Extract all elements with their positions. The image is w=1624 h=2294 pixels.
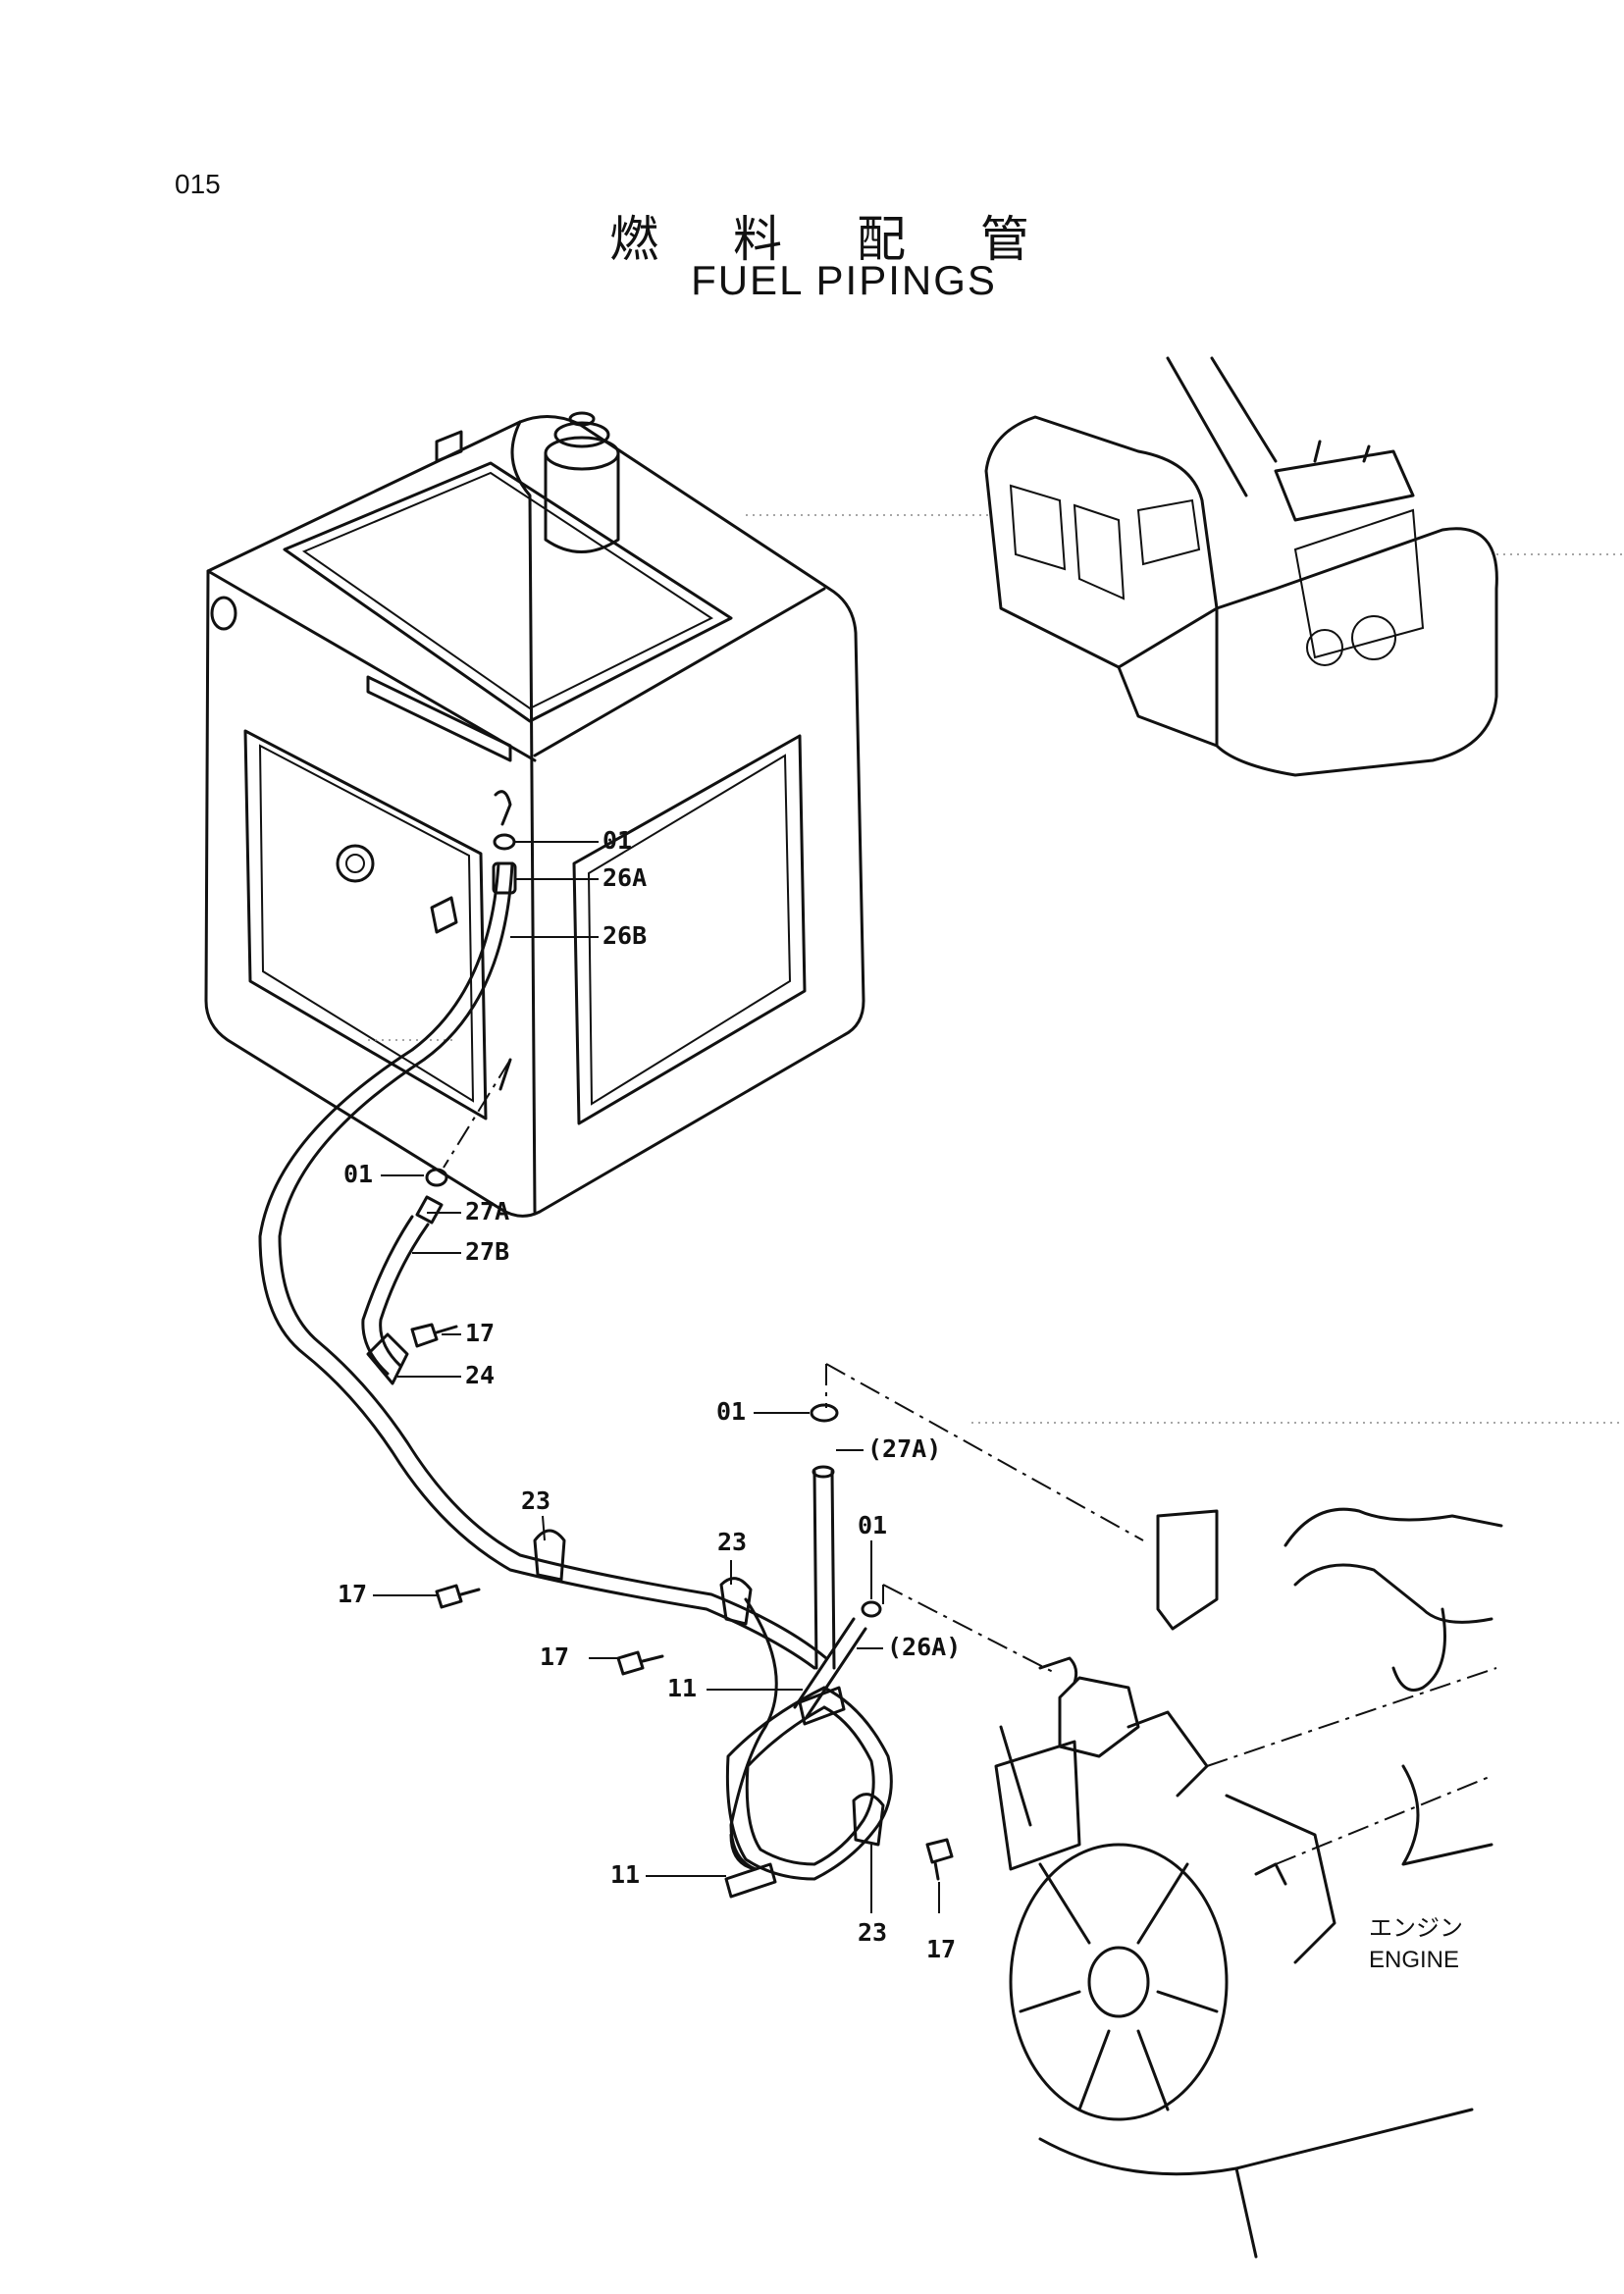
- callout-26A-reference: (26A): [887, 1633, 962, 1661]
- bolts: [410, 1323, 954, 1881]
- callout-01-upper: 01: [602, 826, 633, 855]
- callout-11-upper: 11: [667, 1674, 698, 1702]
- callout-26B: 26B: [602, 921, 648, 950]
- page-number: 015: [175, 169, 221, 199]
- callout-leader-lines: [373, 841, 940, 1913]
- callout-01-tank-bottom: 01: [343, 1160, 374, 1188]
- callout-23-left: 23: [521, 1486, 551, 1515]
- callout-27A: 27A: [465, 1197, 510, 1225]
- callout-17-left: 17: [338, 1580, 368, 1608]
- callout-23-lower: 23: [858, 1918, 888, 1947]
- page-title-japanese: 燃 料 配 管: [609, 211, 1059, 268]
- reference-lines: [443, 1059, 1144, 1674]
- callout-26A: 26A: [602, 863, 648, 892]
- callout-17-lower: 17: [926, 1935, 957, 1963]
- clamps: [366, 1332, 885, 1847]
- callout-17-upper: 17: [465, 1319, 496, 1347]
- engine-illustration: [971, 1422, 1624, 2259]
- fuel-hoses: [258, 861, 893, 1881]
- fuel-tank-illustration: [204, 411, 865, 1218]
- callout-23-middle: 23: [717, 1528, 748, 1556]
- excavator-overview-illustration: [984, 356, 1624, 777]
- engine-label-japanese: エンジン: [1369, 1915, 1463, 1942]
- callout-01-center: 01: [716, 1397, 747, 1426]
- filler-cap: [544, 411, 620, 553]
- callout-27B: 27B: [465, 1237, 510, 1266]
- fittings: [415, 790, 882, 1618]
- engine-label-english: ENGINE: [1369, 1947, 1460, 1973]
- hose-bands: [724, 1686, 846, 1899]
- callout-11-lower: 11: [610, 1860, 641, 1889]
- callout-17-middle: 17: [540, 1642, 570, 1671]
- callout-27A-reference: (27A): [867, 1434, 942, 1463]
- callout-24: 24: [465, 1361, 496, 1389]
- page-title-english: FUEL PIPINGS: [691, 257, 997, 303]
- callout-01-lower: 01: [858, 1511, 888, 1539]
